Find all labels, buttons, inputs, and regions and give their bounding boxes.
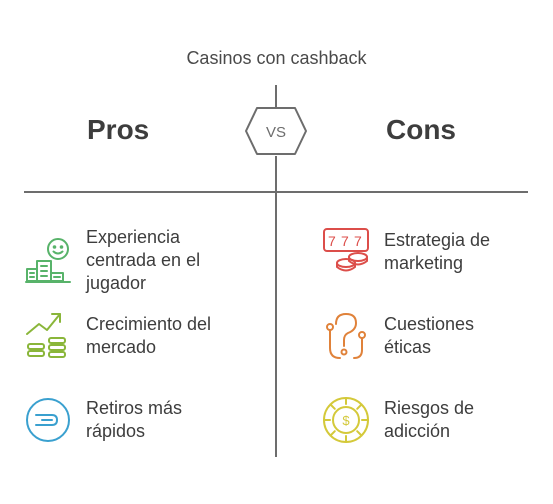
- smiley-building-icon: [25, 237, 71, 283]
- svg-text:7: 7: [354, 233, 362, 249]
- pros-item-label: Retiros más rápidos: [86, 398, 183, 441]
- center-divider-bottom: [275, 156, 277, 457]
- cons-item-addiction-risks: $ Riesgos de adicción: [322, 394, 514, 446]
- pros-underline: [24, 191, 276, 193]
- vs-label: VS: [266, 124, 286, 141]
- svg-text:$: $: [342, 413, 350, 428]
- slot-machine-icon: 7 7 7: [323, 228, 369, 272]
- growth-chart-icon: [26, 313, 66, 358]
- pros-heading: Pros: [87, 114, 150, 145]
- diagram-title: Casinos con cashback: [186, 48, 367, 68]
- cons-item-label: Cuestiones éticas: [384, 314, 475, 357]
- center-divider-top: [275, 85, 277, 107]
- cons-heading: Cons: [386, 114, 456, 145]
- cons-underline: [276, 191, 528, 193]
- fast-forward-icon: [26, 398, 70, 442]
- question-hook-icon: [326, 313, 366, 359]
- pros-item-faster-withdrawals: Retiros más rápidos: [24, 394, 216, 446]
- cons-item-ethical-issues: Cuestiones éticas: [322, 310, 514, 362]
- cons-item-label: Estrategia de marketing: [384, 230, 491, 273]
- cons-item-marketing-strategy: 7 7 7 Estrategia de marketing: [322, 226, 514, 278]
- pros-item-label: Crecimiento del mercado: [86, 314, 212, 357]
- cons-item-label: Riesgos de adicción: [384, 398, 475, 441]
- svg-text:7: 7: [328, 233, 336, 249]
- svg-text:7: 7: [341, 233, 349, 249]
- pros-item-label: Experiencia centrada en el jugador: [86, 227, 201, 293]
- pros-item-market-growth: Crecimiento del mercado: [24, 310, 236, 362]
- casino-chip-icon: $: [323, 397, 369, 443]
- vs-badge: VS: [245, 107, 307, 155]
- pros-item-player-experience: Experiencia centrada en el jugador: [24, 226, 226, 295]
